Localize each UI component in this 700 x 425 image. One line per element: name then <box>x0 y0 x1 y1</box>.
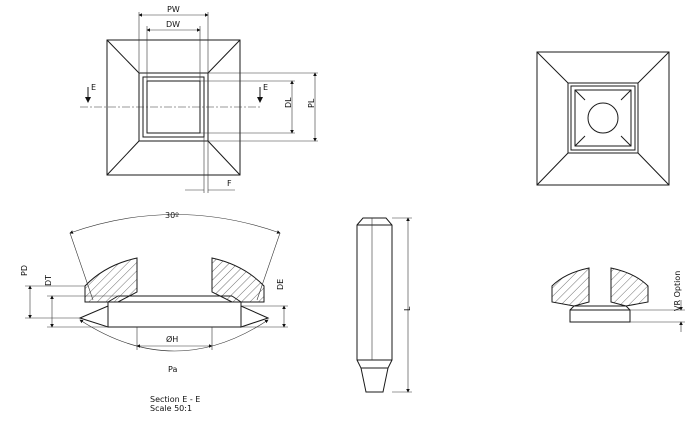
dimension-dw: DW <box>166 20 180 29</box>
pin-view: L <box>356 217 412 393</box>
top-view-with-hole <box>536 51 670 186</box>
dimension-de: DE <box>276 279 285 290</box>
dimension-pw: PW <box>167 5 180 14</box>
section-scale: Scale 50:1 <box>150 404 192 413</box>
section-view: 30º Pa ØH PD DT DE Section E - E Scale 5… <box>20 211 288 413</box>
dimension-dt: DT <box>44 275 53 286</box>
dimension-f: F <box>227 179 232 188</box>
dimension-pd: PD <box>20 265 29 276</box>
dimension-vr-option: VR Option <box>673 271 682 311</box>
dimension-angle: 30º <box>165 211 179 220</box>
vr-option-view: VR Option <box>551 267 685 332</box>
dimension-l: L <box>403 306 412 311</box>
dimension-h: ØH <box>166 334 178 344</box>
dimension-dl: DL <box>284 97 293 108</box>
dimension-pa: Pa <box>168 365 177 374</box>
top-view: E E PW DW DL PL F <box>80 5 318 193</box>
section-mark-left: E <box>91 83 96 92</box>
dimension-pl: PL <box>307 98 316 108</box>
section-title: Section E - E <box>150 395 200 404</box>
section-mark-right: E <box>263 83 268 92</box>
